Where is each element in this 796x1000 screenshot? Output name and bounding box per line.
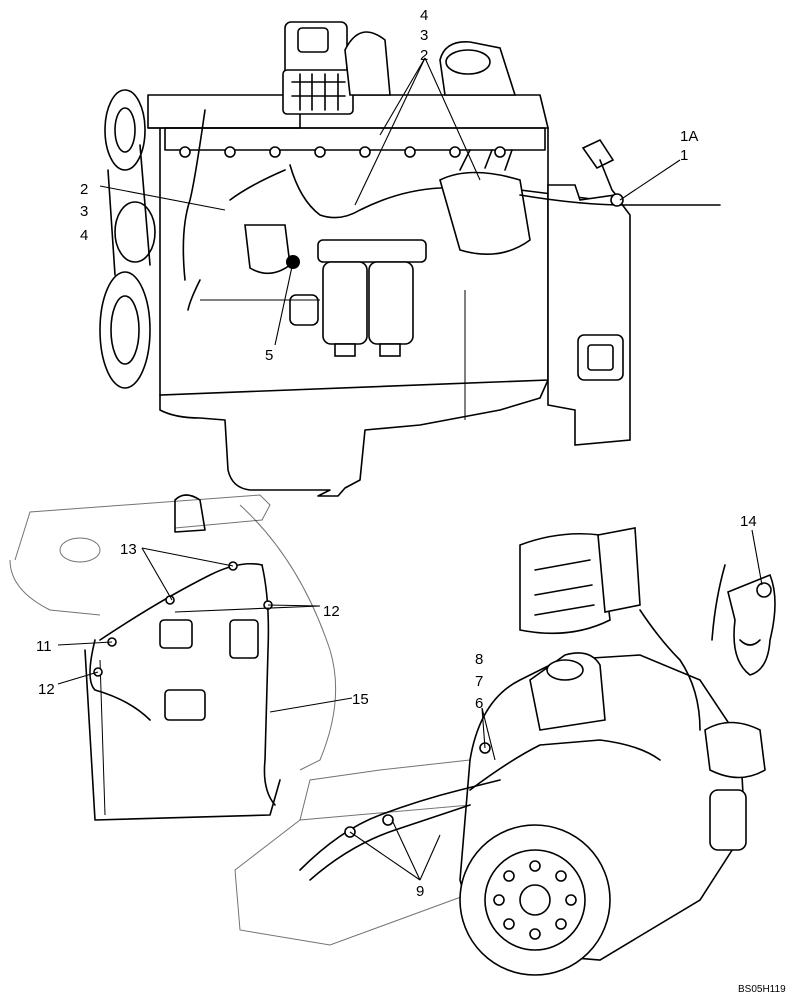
flywheel-ring	[484, 849, 586, 951]
relay-block	[229, 619, 259, 659]
housing-cover-plate	[577, 334, 624, 381]
firewall-left-curve	[9, 559, 101, 616]
air-cleaner-ribs	[534, 559, 595, 616]
guide-lines	[200, 290, 466, 420]
callout-14: 14	[740, 513, 757, 530]
harness-1-lead	[519, 194, 721, 206]
intake-cap	[297, 27, 329, 53]
crank-pulley	[99, 271, 151, 389]
engine-rear-perspective-view	[234, 527, 776, 976]
part-14-clamp	[727, 573, 776, 676]
alternator-pulley	[114, 201, 156, 263]
harness-branch	[229, 169, 286, 201]
block-plate	[289, 294, 319, 326]
intake-pipe	[597, 527, 641, 613]
callout-7: 7	[475, 673, 483, 690]
callout-12-right: 12	[323, 603, 340, 620]
flywheel-housing	[547, 184, 631, 446]
callout-2-top: 2	[420, 47, 428, 64]
harness-1-clip	[610, 193, 624, 207]
part-14-loop	[739, 639, 761, 646]
filter-drain-2	[379, 343, 401, 357]
fuse-block	[159, 619, 193, 649]
fuel-filter-2	[368, 261, 414, 345]
oil-pan	[159, 379, 549, 497]
control-module	[164, 689, 206, 721]
reference-code: BS05H119	[738, 984, 786, 995]
harness-wire-left	[182, 109, 206, 281]
callout-2-left: 2	[80, 181, 88, 198]
flywheel-hub	[519, 884, 551, 916]
head-bolts	[179, 146, 506, 158]
fuel-filter-1	[322, 261, 368, 345]
filter-head	[317, 239, 427, 263]
firewall-right-curve	[239, 504, 337, 771]
manifold-ribs	[291, 73, 346, 111]
cylinder-head	[147, 94, 301, 129]
callout-9: 9	[416, 883, 424, 900]
callout-11: 11	[36, 638, 52, 655]
firewall-grommet	[59, 537, 101, 563]
harness-lower	[187, 279, 201, 311]
dipstick-tube	[711, 564, 726, 641]
callout-1: 1	[680, 147, 688, 164]
harness-15-run	[261, 564, 276, 806]
harness-1a-connector	[581, 138, 615, 170]
harness-15-upper	[99, 562, 263, 641]
lift-pump	[244, 224, 291, 275]
harness-9-second	[309, 804, 471, 881]
starter-motor	[704, 721, 766, 779]
leader-lines	[57, 57, 763, 881]
callout-3-top: 3	[420, 27, 428, 44]
fan-pulley-hub	[114, 107, 136, 153]
callout-13: 13	[120, 541, 137, 558]
part-14-hole	[756, 582, 772, 598]
filter-drain-1	[334, 343, 356, 357]
firewall-panel-outline	[84, 649, 281, 821]
engine-side-view	[99, 21, 721, 497]
transmission-top	[299, 759, 471, 821]
callout-8: 8	[475, 651, 483, 668]
callout-12-left: 12	[38, 681, 55, 698]
harness-15-lower-left	[89, 639, 151, 721]
callout-6: 6	[475, 695, 483, 712]
filler-cap	[445, 49, 491, 75]
cab-firewall-view	[9, 494, 337, 821]
harness-9-main	[299, 779, 501, 871]
intake-manifold-block	[282, 69, 354, 115]
firewall-panel-inner	[99, 659, 106, 816]
injection-pump	[439, 171, 531, 256]
firewall-top-edge	[14, 494, 271, 561]
callout-4-left: 4	[80, 227, 88, 244]
crank-pulley-inner	[110, 295, 140, 365]
harness-intake-run	[639, 609, 701, 731]
housing-cover-inner	[587, 344, 614, 371]
callout-5: 5	[265, 347, 273, 364]
filler-neck	[546, 659, 584, 681]
valve-cover-rail	[164, 127, 546, 151]
turbo-housing	[344, 31, 391, 96]
firewall-bracket-top	[174, 494, 206, 533]
air-cleaner-body	[519, 533, 611, 635]
callout-labels: 4 3 2 1A 1 2 3 4 5 13 12 11 12 15 14 8 7…	[36, 7, 786, 995]
harness-6-run	[469, 739, 661, 791]
flywheel	[459, 824, 611, 976]
flywheel-holes	[493, 860, 577, 940]
callout-3-left: 3	[80, 203, 88, 220]
callout-15: 15	[352, 691, 369, 708]
callout-4-top: 4	[420, 7, 428, 24]
fan-pulley	[104, 89, 146, 171]
oil-filter	[709, 789, 747, 851]
clip-9b	[382, 814, 394, 826]
callout-1a: 1A	[680, 128, 698, 145]
